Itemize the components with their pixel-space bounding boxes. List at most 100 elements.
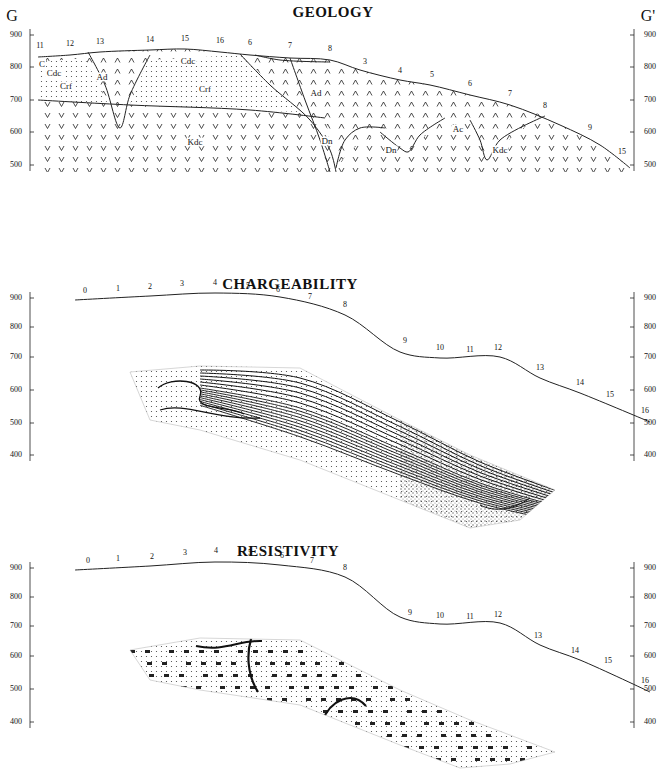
geology-section [30,29,634,172]
section-drawing [169,650,174,653]
section-drawing [315,662,320,665]
section-drawing [370,722,375,725]
elevation-label: 800 [644,593,656,601]
station-number: 12 [494,344,502,352]
station-number: 16 [216,37,224,45]
station-number: 8 [543,102,547,110]
section-drawing [630,568,634,569]
section-drawing [383,710,388,713]
rock-unit-label: Crf [198,85,212,94]
section-drawing [388,686,393,689]
station-number: 8 [328,45,332,53]
section-drawing [130,650,135,653]
station-number: 6 [276,286,280,294]
rock-unit-label: C [38,60,46,69]
section-drawing [321,698,326,701]
section-drawing [630,423,634,424]
section-drawing [30,298,34,299]
station-number: 1 [116,285,120,293]
section-drawing [231,662,236,665]
section-drawing [306,698,311,701]
panel-title: RESISTIVITY [237,544,339,559]
section-drawing [527,746,532,749]
section-drawing [30,656,34,657]
elevation-label: 400 [644,451,656,459]
elevation-label: 700 [10,96,22,104]
station-number: 11 [466,346,474,354]
section-drawing [332,674,337,677]
rock-unit-label: Ac [452,125,465,134]
elevation-label: 600 [644,652,656,660]
section-end-label: G' [641,8,655,24]
rock-unit-label: Ad [310,89,323,98]
elevation-label: 800 [10,63,22,71]
section-drawing [630,132,634,133]
resistivity-section [30,562,650,768]
section-drawing [30,562,31,728]
station-number: 12 [494,611,502,619]
rock-unit-label: Dn [385,146,398,155]
section-drawing [255,662,260,665]
section-drawing [336,127,385,168]
elevation-label: 800 [644,63,656,71]
section-drawing [469,722,474,725]
section-drawing [503,746,508,749]
section-drawing [235,686,240,689]
section-drawing [338,710,343,713]
station-number: 3 [180,280,184,288]
section-drawing [196,686,201,689]
station-number: 14 [571,647,579,655]
station-number: 0 [83,287,87,295]
section-drawing [233,674,238,677]
section-drawing [130,366,555,528]
elevation-label: 500 [644,161,656,169]
section-drawing [402,734,407,737]
section-drawing [268,650,273,653]
elevation-label: 900 [644,31,656,39]
section-drawing [240,54,336,172]
section-drawing [147,662,152,665]
elevation-label: 500 [10,419,22,427]
section-drawing [634,292,635,461]
section-drawing [630,67,634,68]
chargeability-section [30,292,650,528]
station-number: 4 [214,547,218,555]
station-number: 8 [343,564,347,572]
section-drawing [130,366,555,528]
section-drawing [339,662,344,665]
station-number: 15 [181,35,189,43]
section-drawing [400,420,555,528]
section-drawing [334,686,339,689]
section-drawing [38,49,630,168]
station-number: 2 [148,283,152,291]
elevation-label: 900 [10,564,22,572]
section-drawing [300,662,305,665]
section-drawing [30,357,34,358]
station-number: 8 [343,301,347,309]
elevation-label: 800 [10,323,22,331]
station-number: 13 [96,38,104,46]
section-drawing [216,662,221,665]
elevation-label: 500 [644,685,656,693]
section-drawing [441,734,446,737]
station-number: 9 [403,337,407,345]
section-drawing [253,650,258,653]
section-drawing [505,758,510,761]
section-drawing [454,722,459,725]
station-number: 13 [534,632,542,640]
section-drawing [434,746,439,749]
station-number: 16 [641,407,649,415]
station-number: 11 [466,613,474,621]
section-drawing [130,638,555,768]
elevation-label: 700 [644,622,656,630]
section-drawing [248,628,258,692]
section-drawing [366,698,371,701]
elevation-label: 700 [644,96,656,104]
section-drawing [302,674,307,677]
section-drawing [88,52,150,128]
section-drawing [30,597,34,598]
rock-unit-label: Kdc [187,138,204,147]
section-drawing [220,686,225,689]
section-drawing [30,689,34,690]
